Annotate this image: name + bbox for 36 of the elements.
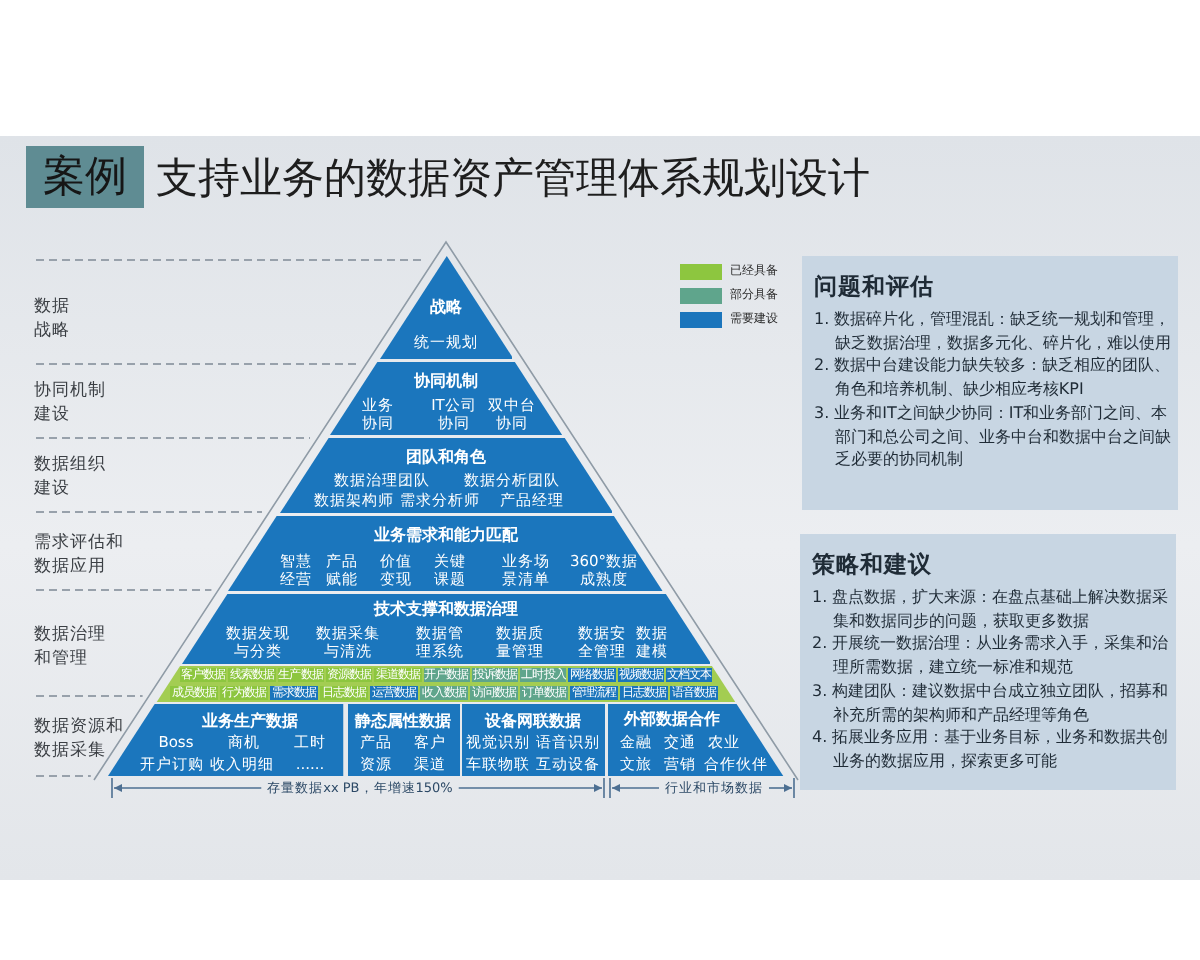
case-tag: 案例 <box>26 146 144 208</box>
layer-title: 战略 <box>429 298 462 318</box>
source-title: 静态属性数据 <box>355 711 451 731</box>
panel-list-item: 2. 数据中台建设能力缺失较多：缺乏相应的团队、角色和培养机制、缺少相应考核KPI <box>814 354 1172 402</box>
level-label: 数据治理和管理 <box>34 625 108 671</box>
panel-title: 问题和评估 <box>814 272 936 300</box>
panel-list-item: 3. 构建团队：建议数据中台成立独立团队，招募和补充所需的架构师和产品经理等角色 <box>812 679 1170 727</box>
source-title: 外部数据合作 <box>624 710 720 730</box>
source-title: 设备网联数据 <box>485 711 581 731</box>
layer-title: 技术支撑和数据治理 <box>373 600 518 620</box>
panel-list-item: 4. 拓展业务应用：基于业务目标，业务和数据共创业务的数据应用，探索更多可能 <box>812 726 1170 774</box>
level-label: 数据组织建设 <box>34 455 108 501</box>
info-panel <box>802 256 1178 510</box>
panel-list-item: 1. 盘点数据，扩大来源：在盘点基础上解决数据采集和数据同步的问题，获取更多数据 <box>812 586 1170 633</box>
layer-title: 协同机制 <box>413 371 478 391</box>
data-source-box <box>462 704 605 776</box>
info-panel <box>800 534 1176 790</box>
panel-list-item: 3. 业务和IT之间缺少协同：IT和业务部门之间、本部门和总公司之间、业务中台和数据中台之间缺乏必要的协同机制 <box>814 401 1172 472</box>
panel-title: 策略和建议 <box>812 550 934 578</box>
pyramid-layer <box>329 362 563 435</box>
level-label: 协同机制建设 <box>34 381 108 427</box>
layer-title: 团队和角色 <box>405 447 486 467</box>
pyramid-layer <box>228 516 664 591</box>
pyramid-layer <box>279 438 613 513</box>
page-title: 支持业务的数据资产管理体系规划设计 <box>156 152 870 206</box>
level-label: 数据战略 <box>34 297 72 343</box>
data-source-box <box>608 704 784 776</box>
pyramid-layer <box>181 594 711 664</box>
level-label: 需求评估和数据应用 <box>34 533 126 579</box>
panel-list-item: 1. 数据碎片化，管理混乱：缺乏统一规划和管理，缺乏数据治理，数据多元化、碎片化，难以使用 <box>814 308 1172 355</box>
panel-list-item: 2. 开展统一数据治理：从业务需求入手，采集和治理所需数据，建立统一标准和规范 <box>812 632 1170 680</box>
data-source-box <box>347 704 459 776</box>
level-label: 数据资源和数据采集 <box>34 717 126 763</box>
layer-title: 业务需求和能力匹配 <box>373 525 518 545</box>
pyramid-layer <box>379 256 513 359</box>
source-title: 业务生产数据 <box>201 711 298 731</box>
